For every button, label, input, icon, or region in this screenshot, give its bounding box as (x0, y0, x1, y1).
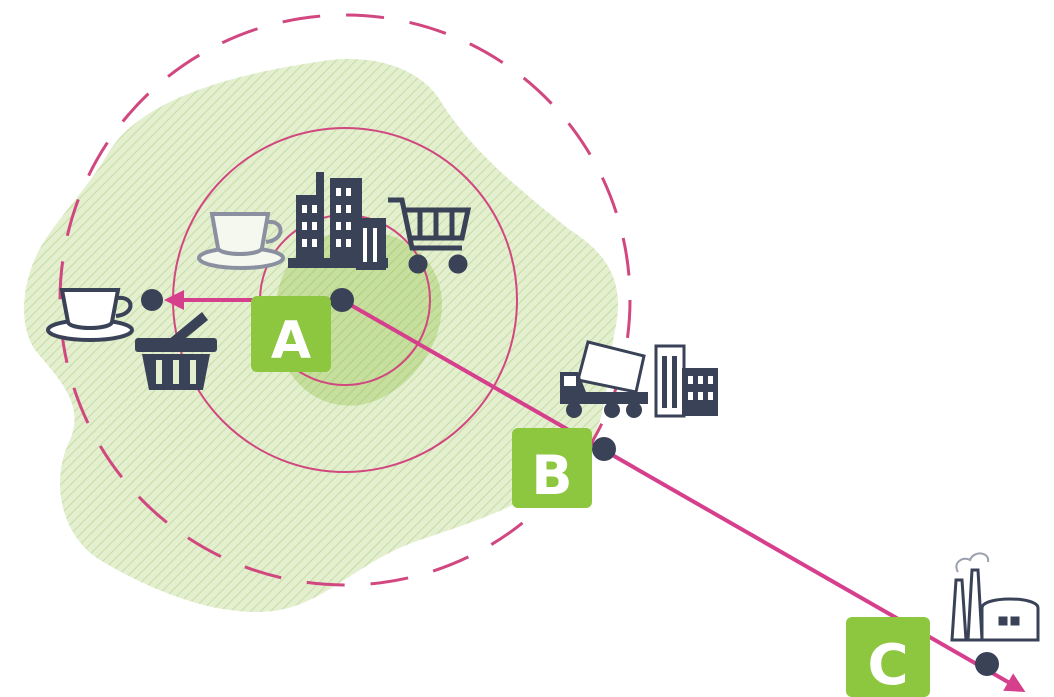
coffee-cup-icon (46, 288, 134, 342)
badge-b-text: B (531, 444, 572, 507)
shopping-basket-icon (135, 312, 217, 390)
factory-icon (950, 552, 1040, 642)
shopping-cart-icon (388, 197, 472, 274)
node-b (592, 437, 616, 461)
badge-a: A (251, 296, 331, 372)
node-left (141, 289, 163, 311)
city-buildings-icon (288, 172, 388, 270)
badge-c: C (846, 617, 930, 697)
badge-a-text: A (271, 311, 311, 371)
apartment-building-icon (654, 344, 718, 418)
coffee-cup-faded-icon (197, 212, 285, 270)
badge-b: B (512, 428, 592, 508)
node-a (330, 288, 354, 312)
node-c (975, 652, 999, 676)
badge-c-text: C (867, 633, 908, 697)
outer-dashed-ring (58, 13, 632, 587)
dump-truck-icon (560, 340, 648, 418)
